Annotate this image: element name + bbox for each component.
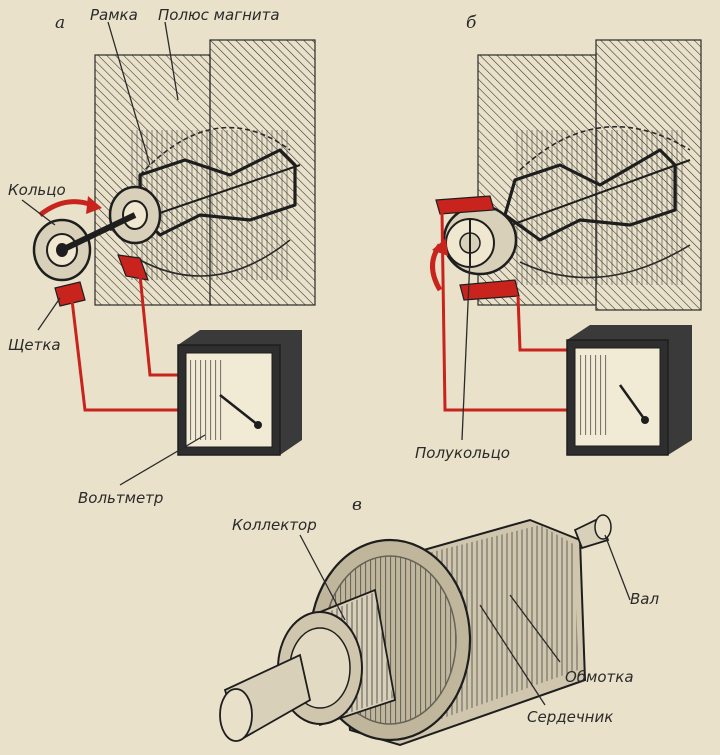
wire-a-1 bbox=[70, 299, 180, 412]
leader-magnet-pole bbox=[164, 21, 179, 101]
leader-winding bbox=[509, 594, 561, 663]
label-ring: Кольцо bbox=[8, 181, 66, 199]
label-winding: Обмотка bbox=[565, 668, 634, 686]
label-voltmeter: Вольтметр bbox=[78, 489, 163, 507]
rotation-arrowhead-a bbox=[86, 196, 102, 214]
panel-c: в Коллектор Вал Обмотка Сердечни bbox=[219, 495, 659, 747]
half-ring-b bbox=[442, 204, 518, 276]
wire-a-2 bbox=[138, 274, 180, 377]
leader-voltmeter bbox=[119, 434, 206, 486]
brushes-a bbox=[54, 254, 149, 307]
label-magnet-pole: Полюс магнита bbox=[158, 6, 280, 24]
label-core: Сердечник bbox=[527, 708, 613, 726]
label-half-ring: Полукольцо bbox=[415, 444, 510, 462]
leader-half-ring bbox=[461, 257, 471, 441]
label-frame: Рамка bbox=[90, 6, 138, 24]
panel-a: а bbox=[8, 6, 316, 507]
wire-b-2 bbox=[516, 295, 570, 352]
label-brush: Щетка bbox=[8, 336, 61, 354]
wire-b-1 bbox=[440, 211, 570, 412]
label-shaft: Вал bbox=[630, 590, 659, 608]
label-collector: Коллектор bbox=[232, 516, 317, 534]
voltmeter-b bbox=[566, 325, 692, 456]
armature-c bbox=[219, 514, 612, 747]
panel-a-letter: а bbox=[55, 13, 65, 33]
magnet-pole-a bbox=[94, 39, 316, 306]
panel-b-letter: б bbox=[466, 13, 477, 33]
rotation-arrow-a bbox=[38, 199, 93, 217]
leader-frame bbox=[107, 21, 151, 166]
leader-brush bbox=[37, 297, 61, 331]
leader-shaft bbox=[604, 534, 631, 601]
panel-b: б bbox=[415, 13, 702, 462]
magnet-pole-b bbox=[477, 39, 702, 311]
leader-ring bbox=[21, 199, 56, 226]
slip-rings-a bbox=[32, 185, 162, 282]
leader-core bbox=[479, 604, 546, 706]
brushes-b bbox=[435, 195, 520, 301]
leader-collector bbox=[299, 534, 346, 621]
panel-c-letter: в bbox=[352, 495, 362, 515]
voltmeter-a bbox=[177, 330, 302, 456]
